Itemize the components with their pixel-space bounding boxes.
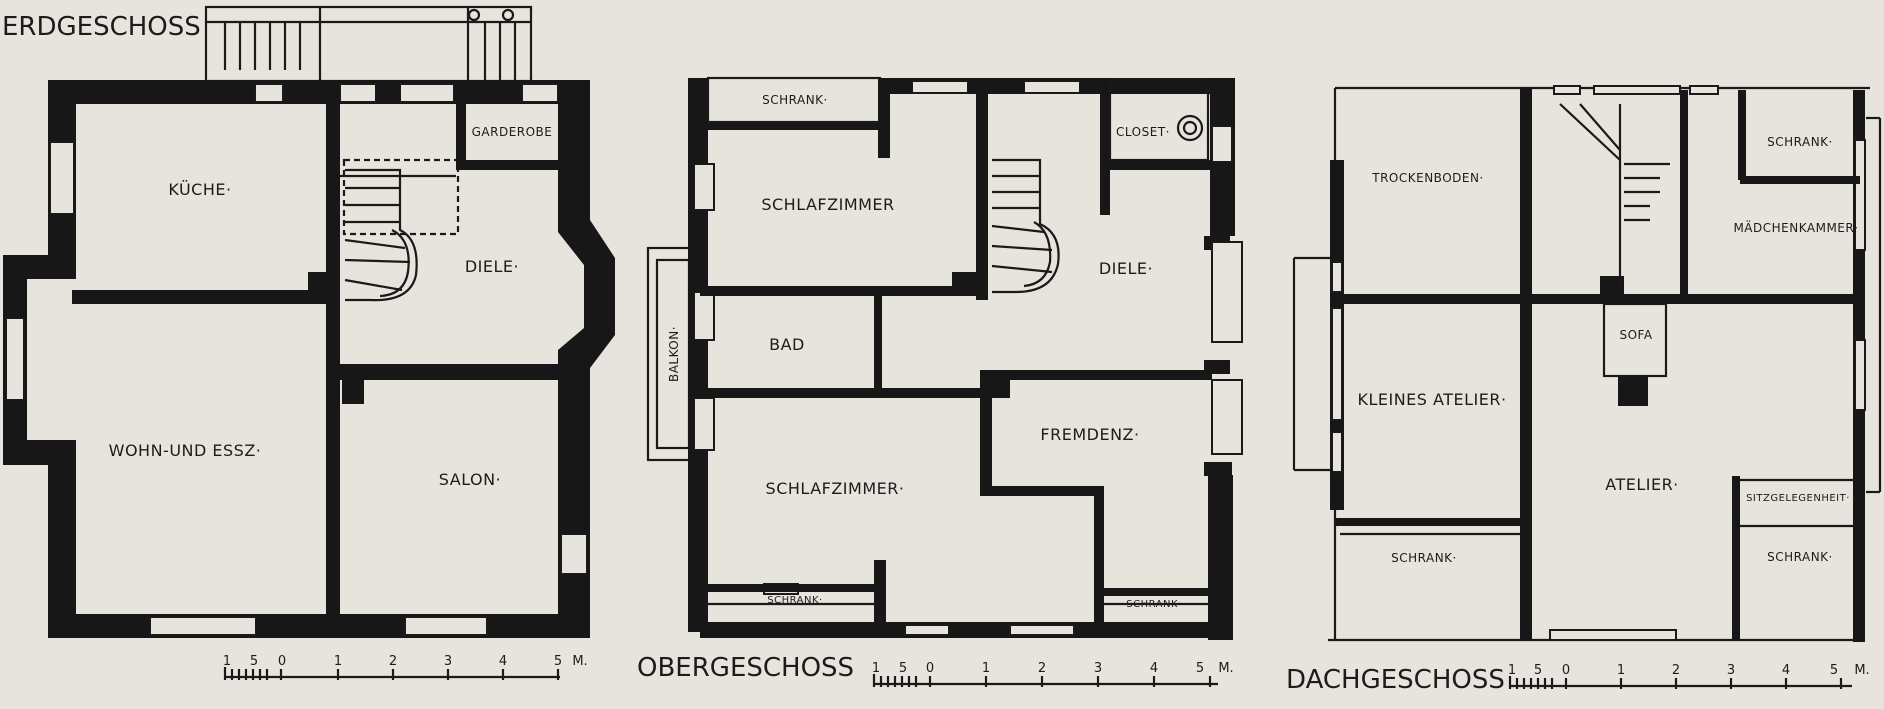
room-label-schrank: SCHRANK· [762,93,828,107]
room-label-closet: CLOSET· [1116,125,1170,139]
scale-tick-label: 4 [1150,661,1158,676]
scale-unit: M. [572,654,587,669]
floor-title: ERDGESCHOSS [2,12,201,42]
floor-title: OBERGESCHOSS [637,653,854,683]
room-label-maedchenkammer: MÄDCHENKAMMER· [1733,220,1858,235]
floor-plan-erdgeschoss: ERDGESCHOSS [2,5,615,680]
room-label-fremdenz: FREMDENZ· [1040,425,1139,444]
scale-tick-label: 5 [250,654,258,669]
room-label-sofa: SOFA [1619,328,1652,342]
scale-tick-label: 1 [1617,663,1625,678]
scale-tick-label: 0 [926,661,934,676]
windows [5,83,588,636]
floor-plan-obergeschoss: OBERGESCHOSS BALKON· [637,76,1243,687]
room-label-kueche: KÜCHE· [168,180,231,199]
staircase [1559,103,1670,286]
scale-tick-label: 2 [1672,663,1680,678]
room-label-schlafzimmer: SCHLAFZIMMER· [766,479,905,498]
scale-unit: M. [1218,661,1233,676]
scale-tick-label: 3 [1094,661,1102,676]
scale-tick-label: 1 [334,654,342,669]
scale-tick-label: 1 [872,661,880,676]
interior-walls [700,76,1212,626]
scale-unit: M. [1854,663,1869,678]
room-label-schrank: SCHRANK· [1767,550,1833,564]
room-label-balkon: BALKON· [667,326,681,382]
scale-tick-label: 2 [389,654,397,669]
room-labels: KÜCHE· DIELE· GARDEROBE WOHN-UND ESSZ· S… [109,125,553,489]
scale-tick-label: 4 [1782,663,1790,678]
scale-tick-label: 3 [1727,663,1735,678]
room-label-diele: DIELE· [465,257,519,276]
room-label-schrank: SCHRANK· [767,595,822,606]
room-labels: TROCKENBODEN· SCHRANK· MÄDCHENKAMMER· SO… [1357,135,1858,565]
room-label-schlafzimmer: SCHLAFZIMMER [761,195,894,214]
windows [693,80,1243,636]
scale-tick-label: 1 [982,661,990,676]
scale-tick-label: 1 [223,654,231,669]
room-label-trockenboden: TROCKENBODEN· [1371,171,1484,185]
terrace-railing [204,5,533,83]
room-label-wohn-und-essz: WOHN-UND ESSZ· [109,441,262,460]
scale-tick-label: 5 [554,654,562,669]
scale-bar: 1 5 0 1 2 3 4 5 M. [872,661,1234,687]
room-label-schrank: SCHRANK· [1126,599,1181,610]
floor-title: DACHGESCHOSS [1286,665,1505,695]
scale-tick-label: 1 [1508,663,1516,678]
scale-tick-label: 5 [899,661,907,676]
room-label-diele: DIELE· [1099,259,1153,278]
room-label-schrank: SCHRANK· [1767,135,1833,149]
staircase [991,158,1060,294]
interior-walls [1336,90,1860,640]
scale-tick-label: 5 [1830,663,1838,678]
room-label-bad: BAD [769,335,805,354]
room-label-garderobe: GARDEROBE [472,125,553,139]
scale-tick-label: 0 [278,654,286,669]
scale-tick-label: 5 [1534,663,1542,678]
room-label-salon: SALON· [439,470,501,489]
room-label-schrank: SCHRANK· [1391,551,1457,565]
scale-bar: 1 5 0 1 2 3 4 5 M. [223,654,588,680]
scale-tick-label: 5 [1196,661,1204,676]
scale-tick-label: 3 [444,654,452,669]
scale-bar: 1 5 0 1 2 3 4 5 M. [1508,663,1870,689]
scale-tick-label: 0 [1562,663,1570,678]
scale-tick-label: 4 [499,654,507,669]
floor-plan-dachgeschoss: DACHGESCHOSS [1286,85,1882,695]
room-label-sitzgelegenheit: SITZGELEGENHEIT· [1746,493,1850,504]
windows [1331,85,1866,641]
staircase [342,158,460,302]
room-label-atelier: ATELIER· [1605,475,1679,494]
scale-tick-label: 2 [1038,661,1046,676]
interior-walls [72,100,568,620]
room-label-kleines-atelier: KLEINES ATELIER· [1357,390,1506,409]
room-labels: SCHRANK· CLOSET· SCHLAFZIMMER DIELE· BAD… [761,93,1181,610]
